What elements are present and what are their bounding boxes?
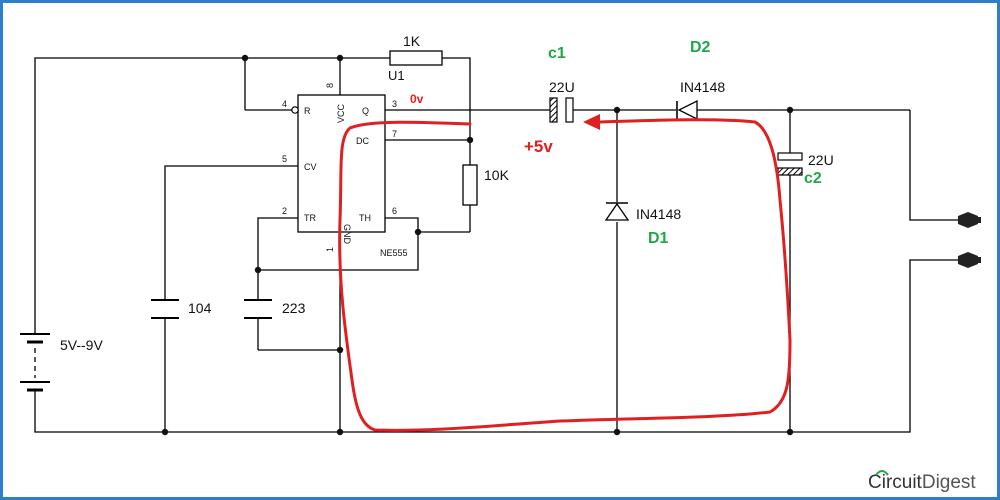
pin-tr-number: 2: [282, 206, 287, 216]
resistor-1k-label: 1K: [403, 33, 421, 49]
diode-d1: IN4148 D1: [604, 202, 681, 247]
c1-value-label: 22U: [549, 79, 575, 95]
c2-value-label: 22U: [808, 152, 834, 168]
pin-dc-name: DC: [356, 136, 369, 146]
circuitdigest-logo: CircuitDigest: [868, 470, 976, 493]
pin-vcc-number: 8: [325, 83, 335, 88]
ic-ref-label: U1: [388, 68, 405, 83]
capacitor-104: 104: [151, 299, 212, 319]
diode-d2: IN4148 D2: [676, 39, 725, 121]
d2-name-label: D2: [690, 39, 711, 56]
d1-name-label: D1: [648, 230, 669, 247]
output-state-label: 0v: [410, 92, 424, 106]
pin-tr-name: TR: [304, 213, 316, 223]
d1-part-label: IN4148: [636, 206, 681, 222]
current-path: [338, 114, 792, 432]
svg-text:CircuitDigest: CircuitDigest: [868, 472, 976, 493]
resistor-1k: 1K: [389, 33, 443, 66]
pin-gnd-number: 1: [325, 247, 335, 252]
brand-name-part1: Circuit: [868, 472, 923, 493]
pin-q-number: 3: [392, 99, 397, 109]
c1-name-label: c1: [548, 45, 566, 62]
resistor-10k: 10K: [462, 164, 510, 206]
capacitor-c1: 22U c1: [548, 45, 575, 123]
pin-th-name: TH: [359, 213, 371, 223]
pin-gnd-name: GND: [342, 224, 352, 245]
resistor-10k-label: 10K: [484, 167, 510, 183]
pin-q-name: Q: [362, 106, 369, 116]
ne555-ic: U1 NE555 R Q DC CV TR TH VCC GND 4 8 3 7…: [282, 68, 408, 258]
pin-cv-number: 5: [282, 154, 287, 164]
wires: [34, 57, 960, 433]
output-terminal-negative: [958, 252, 981, 268]
battery-voltage-label: 5V--9V: [60, 337, 103, 353]
pin-cv-name: CV: [304, 162, 317, 172]
capacitor-c2: 22U c2: [777, 152, 834, 187]
capacitor-104-label: 104: [188, 300, 212, 316]
pin-th-number: 6: [392, 206, 397, 216]
output-terminal-positive: [958, 212, 981, 228]
c2-name-label: c2: [804, 170, 822, 187]
capacitor-223-label: 223: [282, 300, 306, 316]
ic-part-label: NE555: [380, 248, 408, 258]
pin-r-name: R: [304, 106, 311, 116]
pin-vcc-name: VCC: [336, 103, 346, 123]
junction-dots: [161, 54, 794, 436]
d2-part-label: IN4148: [680, 79, 725, 95]
pin-r-number: 4: [282, 99, 287, 109]
brand-name-part2: Digest: [922, 472, 977, 493]
cap-voltage-label: +5v: [524, 137, 553, 156]
pin-dc-number: 7: [392, 129, 397, 139]
battery: 5V--9V: [20, 333, 103, 392]
capacitor-223: 223: [244, 299, 306, 319]
